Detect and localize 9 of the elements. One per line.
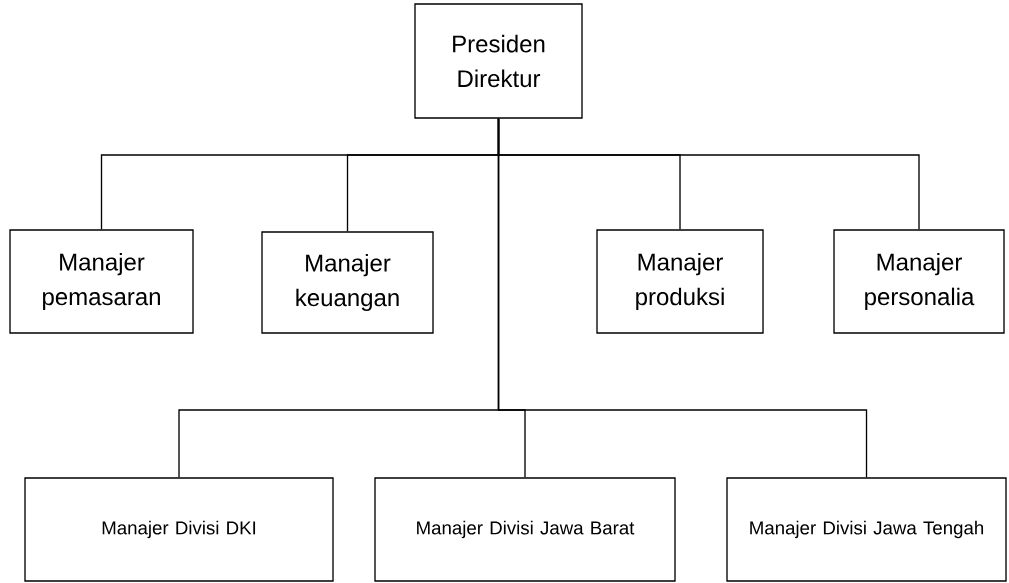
org-box: Manajer personalia [833, 229, 1005, 334]
org-box: Manajer pemasaran [9, 229, 194, 334]
org-box: Manajer Divisi Jawa Tengah [726, 477, 1007, 582]
org-box: Manajer keuangan [261, 231, 434, 334]
org-box: Manajer Divisi DKI [24, 477, 334, 582]
org-box: Presiden Direktur [414, 3, 583, 119]
connector-line [497, 118, 868, 478]
org-box: Manajer Divisi Jawa Barat [374, 477, 676, 582]
org-box: Manajer produksi [596, 229, 764, 334]
